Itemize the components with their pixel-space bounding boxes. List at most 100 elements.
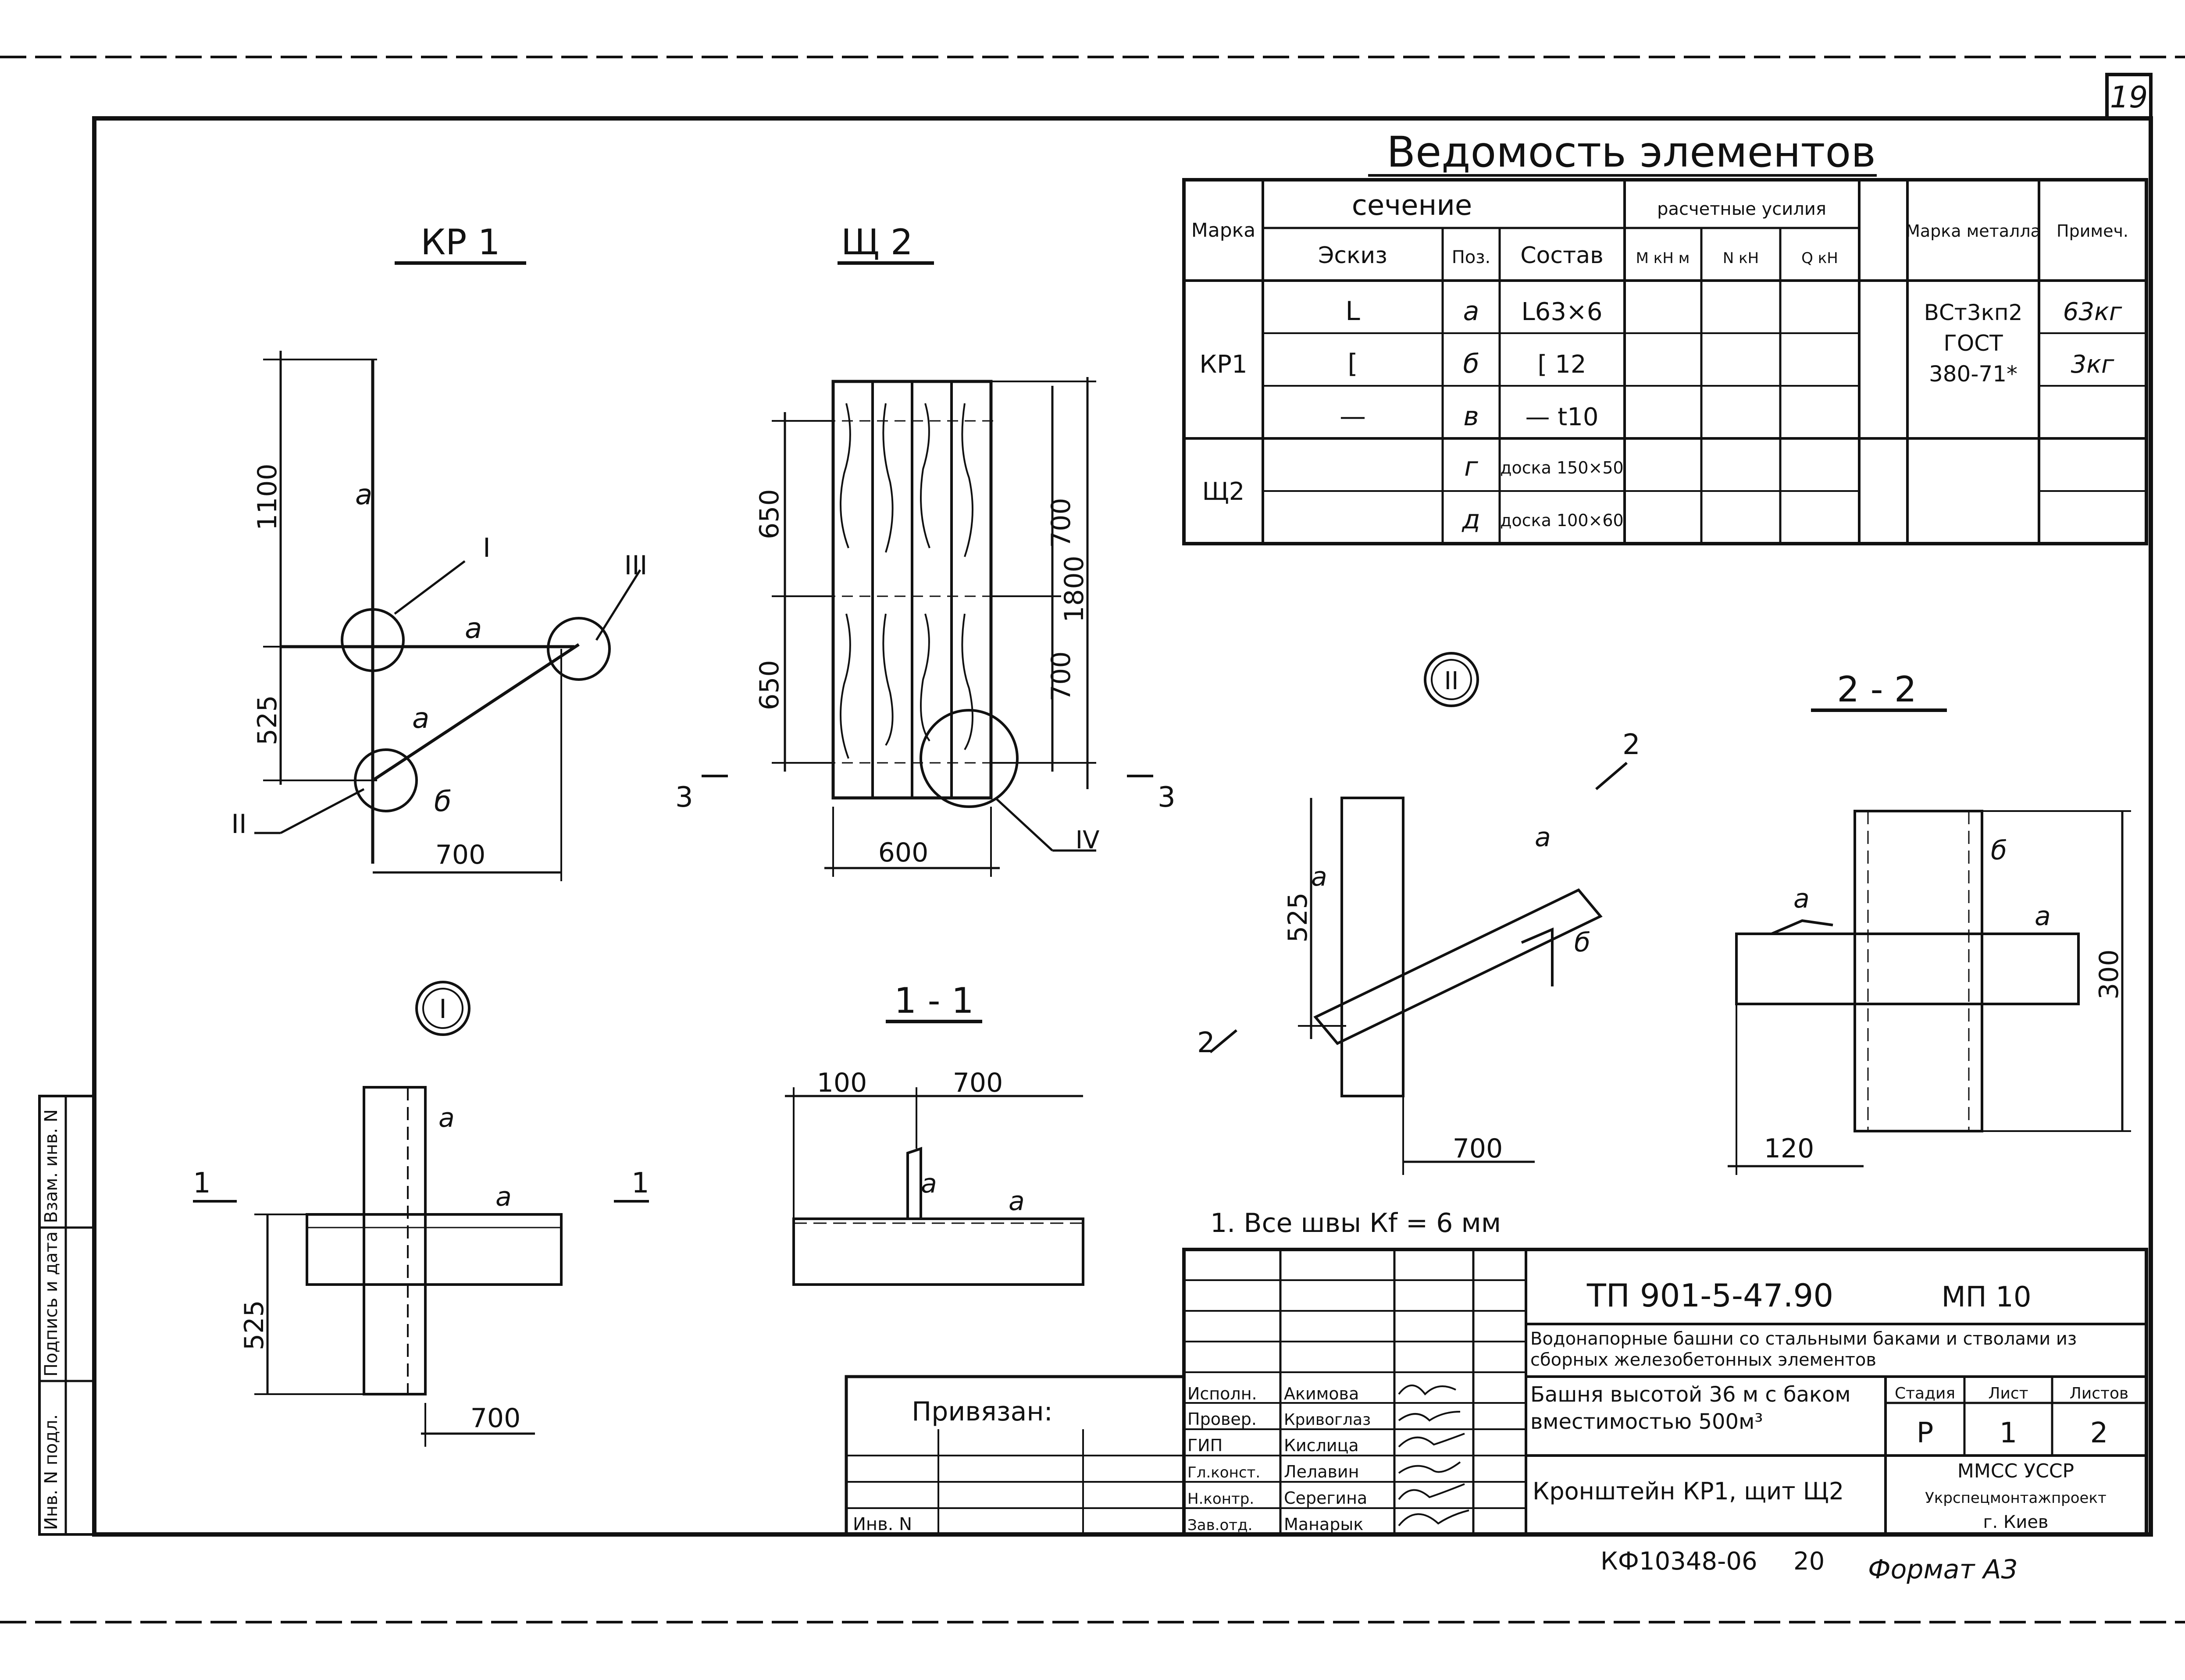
signature-3 [1398,1433,1465,1448]
sch-r2-sketch: [ [1347,349,1358,379]
title-block: Привязан: Инв. N Исполн. Провер. ГИП Гл.… [845,1248,2148,1536]
sch-h-pos: Поз. [1452,247,1491,267]
kr1-label-b: б [434,786,451,818]
sch-r4-mark: Щ2 [1202,477,1245,506]
schedule-title: Ведомость элементов [1387,128,1876,177]
sch-r1-mark: КР1 [1199,350,1247,379]
sch-steel-3: 380-71* [1929,361,2017,387]
kr1-node-III: III [624,550,647,581]
section22-dim-120: 120 [1764,1133,1814,1164]
sch-note-1: 63кг [2063,298,2122,326]
section22-dim-300: 300 [2094,949,2124,1000]
sch-r2-comp: [ 12 [1538,350,1586,379]
signature-1 [1398,1385,1456,1396]
sch-r3-sketch: — [1340,401,1366,432]
sh2-section-mark-right: 3 [1158,781,1176,814]
node2-dim-525: 525 [1283,892,1313,943]
tb-sheets-label: Листов [2070,1385,2128,1402]
tb-object: Башня высотой 36 м с баком вместимостью … [1530,1382,1851,1434]
tb-role-3: ГИП [1187,1436,1223,1455]
sh2-dim-700-a: 700 [1046,498,1076,548]
signature-5 [1398,1483,1465,1500]
tb-inv-label: Инв. N [853,1514,912,1534]
sh2-dim-600: 600 [878,837,929,868]
sh2-dim-700-b: 700 [1046,651,1076,701]
sh2-node-IV: IV [1076,826,1100,854]
node1-cut-left: 1 [193,1167,211,1199]
kr1-node-II: II [231,809,246,840]
sch-h-mark: Марка [1191,219,1255,242]
welds-note: 1. Все швы Кf = 6 мм [1210,1208,1501,1239]
side-stamp-replace: Взам. инв. N [41,1109,61,1223]
node2-label-b: б [1574,927,1590,958]
sch-steel-1: ВСт3кп2 [1924,300,2023,325]
sh2-dim-650-a: 650 [754,489,785,539]
section22-label-a2: а [2035,901,2051,932]
tb-name-3: Кислица [1284,1436,1359,1455]
tb-city: г. Киев [1983,1512,2048,1532]
view-kr1: КР 1 I III II 1100 525 700 а а а б [231,222,648,881]
tb-name-6: Манарык [1284,1515,1363,1534]
tb-album: МП 10 [1941,1281,2031,1313]
sch-r4-pos: г [1464,452,1478,482]
side-stamp-inv: Инв. N подл. [41,1414,61,1530]
section11-dim-700: 700 [953,1068,1003,1098]
tb-name-2: Кривоглаз [1284,1411,1371,1429]
sch-h-note: Примеч. [2057,221,2128,241]
sh2-section-mark-left: 3 [675,781,693,814]
node1-dim-525: 525 [239,1300,270,1350]
view-sh2: Щ 2 650 650 700 700 1800 [675,222,1176,877]
view-section22: 2 - 2 300 120 а а б [1728,669,2131,1175]
node2-title: II [1444,667,1458,695]
tb-bound-label: Привязан: [912,1396,1053,1427]
section11-title: 1 - 1 [894,980,974,1021]
tb-role-1: Исполн. [1187,1384,1257,1403]
sch-r1-sketch: L [1345,296,1360,327]
view-node2: II 525 700 а а б 2 2 [1197,652,1640,1175]
section11-label-a2: а [1009,1186,1025,1217]
tb-role-2: Провер. [1187,1409,1257,1429]
tb-name-4: Лелавин [1284,1462,1359,1481]
tb-role-5: Н.контр. [1187,1490,1254,1508]
tb-name-5: Серегина [1284,1488,1367,1508]
sh2-title: Щ 2 [841,222,913,263]
tb-stage-label: Стадия [1895,1385,1955,1402]
sch-r5-comp: доска 100×60 [1500,511,1623,530]
sch-r2-pos: б [1463,349,1479,379]
page-number: 19 [2110,80,2148,115]
kr1-node-I: I [483,533,491,563]
page-number-box [2105,73,2153,120]
tb-sheet: 1 [2000,1417,2017,1449]
kr1-dim-700: 700 [435,840,486,870]
node2-label-a2: а [1535,822,1551,853]
archive-code: КФ10348-06 [1600,1547,1757,1576]
tb-stage: Р [1917,1417,1934,1449]
view-section11: 1 - 1 100 700 а а [785,980,1084,1286]
node1-dim-700: 700 [471,1403,521,1434]
tb-sheets: 2 [2090,1417,2108,1449]
tb-org: ММСС УССР [1957,1460,2074,1482]
section22-label-b: б [1991,835,2007,866]
kr1-label-a2: а [465,612,482,645]
sch-r4-comp: доска 150×50 [1500,458,1623,477]
sch-h-n: N кН [1723,249,1759,267]
section22-label-a1: а [1793,883,1810,914]
copy-number: 20 [1793,1547,1825,1576]
tb-role-6: Зав.отд. [1187,1516,1252,1534]
sch-steel-2: ГОСТ [1943,331,2003,356]
sch-r1-pos: а [1463,296,1479,327]
node1-label-a1: а [438,1103,455,1133]
side-stamp: Инв. N подл. Подпись и дата Взам. инв. N [38,1095,96,1536]
kr1-label-a3: а [412,702,429,735]
tb-sheet-name: Кронштейн КР1, щит Щ2 [1533,1477,1844,1505]
side-stamp-sign: Подпись и дата [41,1232,61,1377]
sch-r1-comp: L63×6 [1521,298,1602,326]
sch-r3-comp: — t10 [1525,403,1598,431]
sch-note-2: 3кг [2071,350,2114,379]
section11-dim-100: 100 [817,1068,867,1098]
signature-4 [1398,1461,1461,1474]
sh2-dim-1800: 1800 [1059,555,1090,623]
node1-title: I [439,994,447,1025]
node2-cut-bottom: 2 [1197,1027,1215,1059]
node2-dim-700: 700 [1453,1133,1503,1164]
